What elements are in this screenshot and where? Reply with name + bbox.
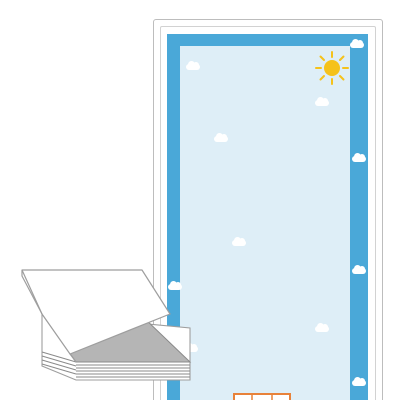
outlined-sheet-inner xyxy=(160,26,376,400)
cloud-icon xyxy=(350,39,364,48)
cloud-icon xyxy=(168,281,182,290)
cloud-icon xyxy=(352,153,366,162)
cloud-icon xyxy=(186,61,200,70)
cloud-icon xyxy=(352,377,366,386)
cloud-icon xyxy=(214,133,228,142)
paper-stack-icon xyxy=(18,262,198,392)
cloud-icon xyxy=(315,323,329,332)
cloud-icon xyxy=(232,237,246,246)
cloud-icon xyxy=(315,97,329,106)
sun-icon xyxy=(314,50,350,86)
cloud-icon xyxy=(352,265,366,274)
house-icon xyxy=(232,390,292,400)
